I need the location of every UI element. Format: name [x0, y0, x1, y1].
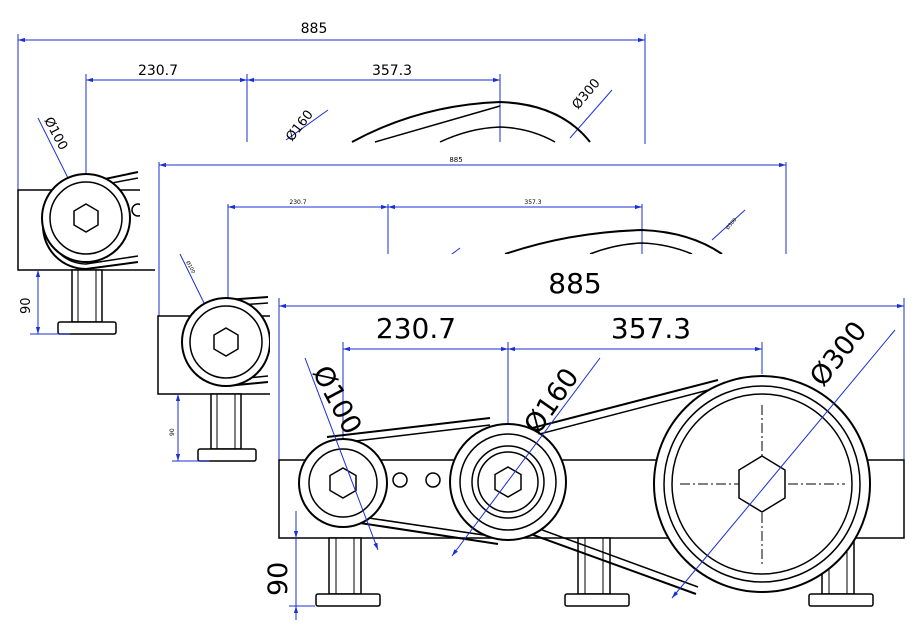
dia-small-back: Ø100: [40, 115, 70, 153]
dim-offset-2-back: 357.3: [372, 63, 412, 79]
dim-foot-middle: 90: [169, 428, 176, 436]
dim-overall-middle: 885: [449, 156, 462, 164]
leader-dia-mid: [451, 357, 601, 557]
drawing-layer-front: 885 230.7 357.3: [263, 254, 924, 624]
dim-overall-length: 885: [548, 267, 601, 300]
leg-middle: [564, 537, 630, 607]
dia-large-back: Ø300: [570, 76, 604, 112]
pulley-small: [298, 438, 388, 528]
drawing-layer-middle: 885 230.7 357.3 Ø100 Ø300 90: [140, 144, 800, 469]
dim-offset-1-middle: 230.7: [289, 199, 306, 206]
dim-offset-1-back: 230.7: [138, 63, 178, 79]
dim-overall-back: 885: [301, 21, 328, 37]
pulley-large: [653, 375, 871, 593]
dia-mid-back: Ø160: [283, 108, 316, 145]
dim-foot-height: 90: [263, 562, 294, 596]
dim-offset-2-middle: 357.3: [524, 199, 541, 206]
mount-hole-2: [425, 472, 441, 488]
mount-hole-1: [392, 472, 408, 488]
pulley-mid: [449, 423, 567, 541]
leader-dia-small: [304, 357, 379, 551]
hex-shaft-large: [738, 455, 786, 513]
leader-dia-large: [671, 329, 896, 599]
leg-left: [315, 537, 381, 607]
dim-offset-small-to-mid: 230.7: [376, 312, 456, 345]
dim-foot-back: 90: [19, 297, 34, 314]
dim-offset-mid-to-large: 357.3: [611, 312, 691, 345]
